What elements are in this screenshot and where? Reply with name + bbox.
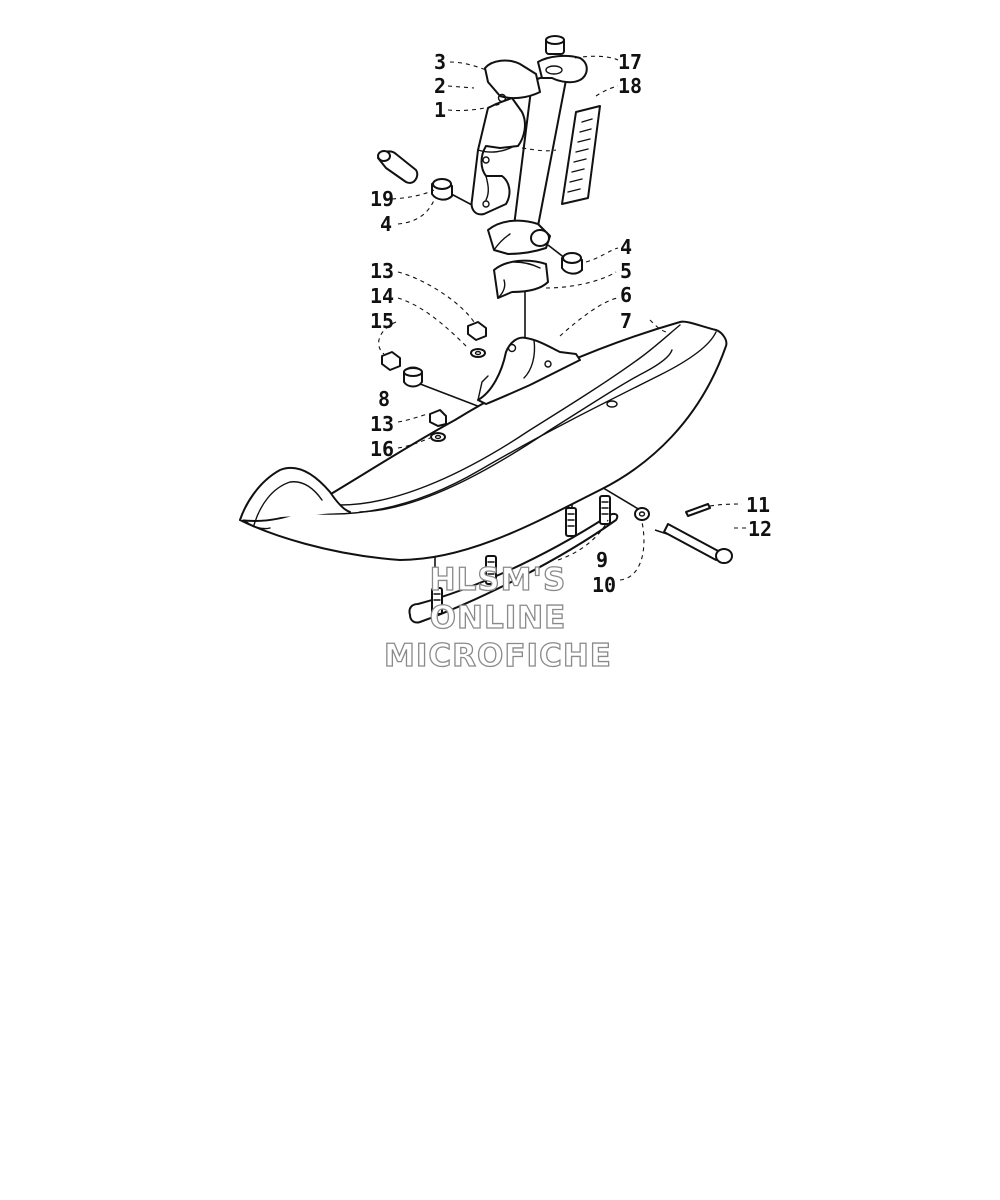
small-parts [377,150,583,299]
callout-19: 19 [370,187,394,211]
callout-18: 18 [618,74,642,98]
spindle-part [470,59,567,255]
callout-5: 5 [620,259,632,283]
callout-13-upper: 13 [370,259,394,283]
wear-bar-part [408,495,619,624]
callout-12: 12 [748,517,772,541]
callout-13-lower: 13 [370,412,394,436]
callout-labels: 3 2 1 17 18 19 4 4 5 6 7 13 14 15 8 13 1… [370,50,772,597]
pivot-hardware [634,503,733,564]
watermark-line-1: HLSM'S [430,562,567,598]
callout-4-right: 4 [620,235,632,259]
callout-2: 2 [434,74,446,98]
steering-arm-part [537,35,588,84]
callout-16: 16 [370,437,394,461]
decal-part [561,105,601,205]
callout-9: 9 [596,548,608,572]
ski-part [239,320,728,561]
callout-10: 10 [592,573,616,597]
callout-17: 17 [618,50,642,74]
callout-7: 7 [620,309,632,333]
leader-lines [378,55,748,581]
callout-3: 3 [434,50,446,74]
callout-11: 11 [746,493,770,517]
callout-8: 8 [378,387,390,411]
callout-6: 6 [620,283,632,307]
callout-14: 14 [370,284,394,308]
hardware-stack [381,321,487,442]
watermark-line-2: ONLINE [430,600,567,636]
watermark: HLSM'S ONLINE MICROFICHE [383,561,612,674]
callout-1: 1 [434,98,446,122]
watermark-line-3: MICROFICHE [384,638,612,674]
saddle-bracket-part [477,336,581,405]
callout-15: 15 [370,309,394,333]
callout-4-left: 4 [380,212,392,236]
